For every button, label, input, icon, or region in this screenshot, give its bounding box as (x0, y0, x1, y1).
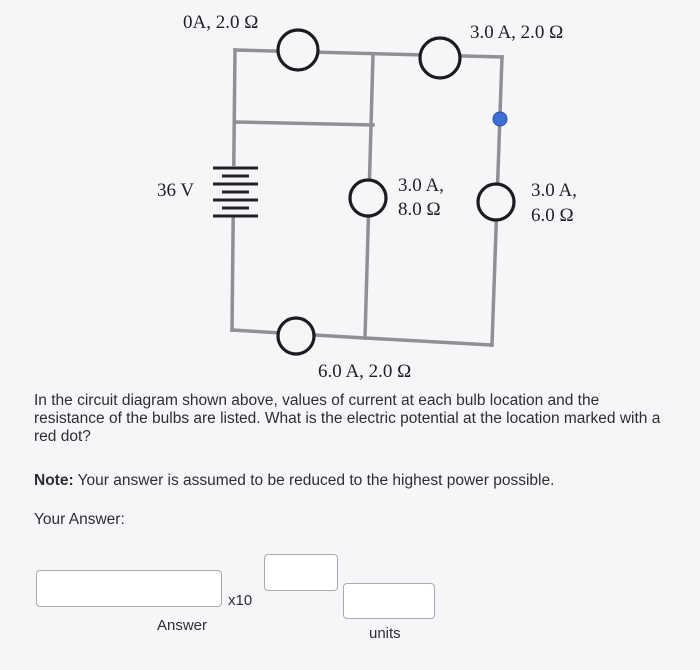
marked-dot (492, 111, 508, 127)
label-source-voltage: 36 V (157, 180, 195, 201)
label-mid-right-current: 3.0 A, (531, 180, 577, 201)
answer-caption: Answer (157, 617, 208, 634)
wire-left-inner (233, 120, 375, 127)
question-text: In the circuit diagram shown above, valu… (34, 392, 661, 445)
units-caption: units (369, 625, 401, 642)
label-mid-right-resistance: 6.0 Ω (531, 205, 574, 226)
bulb-mid-left (348, 178, 388, 218)
bulb-bottom (276, 316, 316, 356)
x10-label: x10 (228, 592, 253, 609)
label-mid-left-resistance: 8.0 Ω (398, 199, 441, 220)
note-line: Note: Your answer is assumed to be reduc… (34, 472, 554, 490)
label-mid-left-current: 3.0 A, (398, 175, 444, 196)
wire-bottom-right (363, 336, 494, 347)
note-label: Note: (34, 472, 74, 489)
label-top-right: 3.0 A, 2.0 Ω (470, 22, 564, 43)
answer-input[interactable] (36, 570, 222, 607)
note-text: Your answer is assumed to be reduced to … (73, 472, 555, 489)
units-input[interactable] (343, 583, 435, 619)
battery-symbol (205, 166, 265, 218)
bulb-top-right (418, 36, 462, 80)
label-bottom: 6.0 A, 2.0 Ω (318, 361, 412, 382)
wire-top (233, 48, 504, 59)
your-answer-label: Your Answer: (34, 511, 125, 528)
circuit-diagram (205, 28, 516, 356)
exponent-input[interactable] (264, 554, 338, 591)
bulb-mid-right (476, 182, 516, 222)
bulb-top-left (276, 28, 320, 72)
label-top-left: 0A, 2.0 Ω (183, 12, 259, 33)
